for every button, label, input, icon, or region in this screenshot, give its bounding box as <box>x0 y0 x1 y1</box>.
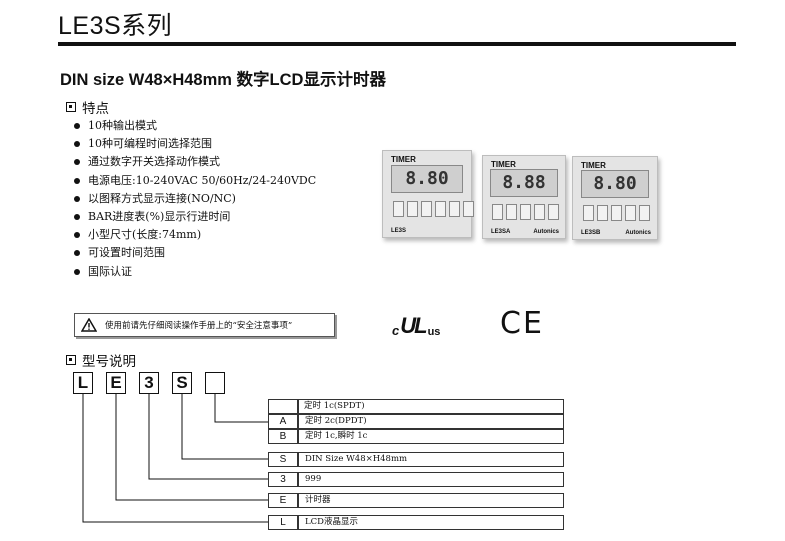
features-heading-label: 特点 <box>82 101 109 117</box>
list-item: 电源电压:10-240VAC 50/60Hz/24-240VDC <box>74 172 316 190</box>
list-item: 可设置时间范围 <box>74 244 316 262</box>
section-square-icon <box>66 102 76 112</box>
section-square-icon <box>66 355 76 365</box>
bullet-icon <box>74 195 80 202</box>
timer-unit-le3sb: TIMER 8.80 LE3SB Autonics <box>572 156 658 240</box>
table-desc-cell: 定时 2c(DPDT) <box>268 414 564 429</box>
page-subtitle: DIN size W48×H48mm 数字LCD显示计时器 <box>60 71 386 89</box>
model-heading: 型号说明 <box>66 350 136 370</box>
lcd-display: 8.80 <box>581 170 649 198</box>
table-desc-cell: 计时器 <box>268 493 564 508</box>
table-divider <box>298 472 299 487</box>
dip-switches <box>583 205 650 221</box>
model-label: LE3SA <box>491 229 511 235</box>
bullet-icon <box>74 123 80 130</box>
table-desc-cell: DIN Size W48×H48mm <box>268 452 564 467</box>
brand-label: Autonics <box>533 229 559 235</box>
features-list: 10种输出模式 10种可编程时间选择范围 通过数字开关选择动作模式 电源电压:1… <box>74 117 316 281</box>
bullet-icon <box>74 159 80 166</box>
bullet-icon <box>74 232 80 239</box>
code-box-e: E <box>106 372 126 394</box>
timer-unit-le3s: TIMER 8.80 LE3S <box>382 150 474 238</box>
list-item: 10种可编程时间选择范围 <box>74 135 316 153</box>
list-item: 国际认证 <box>74 263 316 281</box>
bullet-icon <box>74 250 80 257</box>
ul-c-mark: c <box>392 323 400 338</box>
model-label: LE3S <box>391 228 407 234</box>
timer-label: TIMER <box>491 160 516 169</box>
features-heading: 特点 <box>66 97 109 117</box>
list-item: 小型尺寸(长度:74mm) <box>74 226 316 244</box>
timer-label: TIMER <box>391 155 416 164</box>
ce-mark: CE <box>500 306 544 341</box>
model-heading-label: 型号说明 <box>82 354 136 370</box>
list-item: 通过数字开关选择动作模式 <box>74 153 316 171</box>
table-desc-cell: 999 <box>268 472 564 487</box>
timer-label: TIMER <box>581 161 606 170</box>
code-box-3: 3 <box>139 372 159 394</box>
list-item: 以图释方式显示连接(NO/NC) <box>74 190 316 208</box>
warning-text: 使用前请先仔细阅读操作手册上的“安全注意事项” <box>105 321 293 331</box>
table-divider <box>298 399 299 444</box>
lcd-display: 8.80 <box>391 165 463 193</box>
table-divider <box>298 452 299 467</box>
table-desc-cell: LCD液晶显示 <box>268 515 564 530</box>
lcd-display: 8.88 <box>490 169 558 197</box>
ul-us-mark: us <box>427 326 441 338</box>
list-item: 10种输出模式 <box>74 117 316 135</box>
model-label: LE3SB <box>581 230 601 236</box>
table-desc-cell: 定时 1c(SPDT) <box>268 399 564 414</box>
ul-cert-logo: c UL us <box>392 312 441 339</box>
ul-mark: UL <box>400 313 427 338</box>
dip-switches <box>492 204 559 220</box>
table-divider <box>298 493 299 508</box>
dip-switches <box>393 201 474 217</box>
table-desc-cell: 定时 1c,瞬时 1c <box>268 429 564 444</box>
title-rule <box>58 42 736 46</box>
table-divider <box>298 515 299 530</box>
page-title: LE3S系列 <box>58 12 173 40</box>
safety-warning: 使用前请先仔细阅读操作手册上的“安全注意事项” <box>74 313 335 337</box>
warning-triangle-icon <box>81 318 97 332</box>
code-box-l: L <box>73 372 93 394</box>
bullet-icon <box>74 141 80 148</box>
list-item: BAR进度表(%)显示行进时间 <box>74 208 316 226</box>
bullet-icon <box>74 268 80 275</box>
bullet-icon <box>74 214 80 221</box>
timer-unit-le3sa: TIMER 8.88 LE3SA Autonics <box>482 155 566 239</box>
brand-label: Autonics <box>625 230 651 236</box>
code-box-output <box>205 372 225 394</box>
code-box-s: S <box>172 372 192 394</box>
bullet-icon <box>74 177 80 184</box>
